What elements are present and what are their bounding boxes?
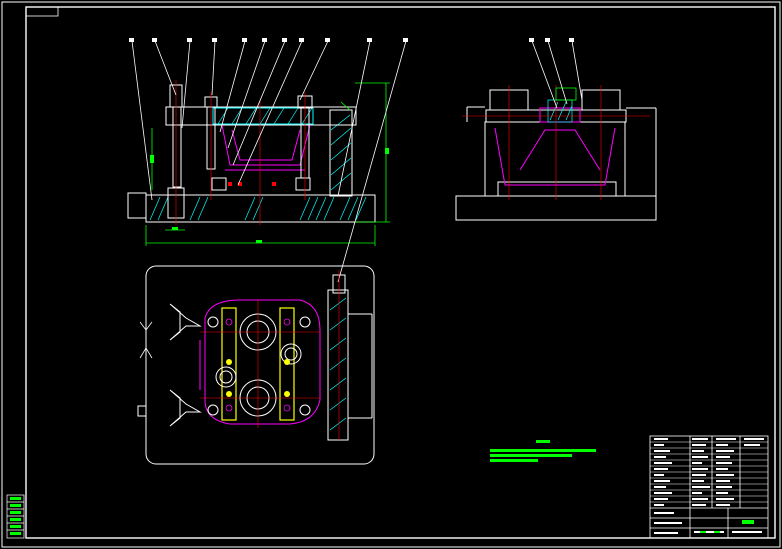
top-plate <box>165 106 357 126</box>
top-view <box>137 265 375 465</box>
technical-notes <box>490 440 596 462</box>
front-balloons <box>131 40 407 283</box>
bores <box>207 313 311 417</box>
workpiece <box>221 124 311 171</box>
title-block <box>649 435 769 539</box>
revision-block <box>6 494 25 539</box>
right-column <box>329 109 353 197</box>
guide-posts <box>167 84 313 219</box>
wing-handles <box>137 303 202 427</box>
title-block-rows <box>650 441 768 503</box>
front-section-view <box>127 38 408 283</box>
base-plate <box>127 192 376 223</box>
side-view <box>455 38 657 221</box>
title-block-highlights <box>700 520 754 533</box>
title-block-text-marks <box>654 438 764 534</box>
side-balloons <box>531 40 583 109</box>
base-hatch <box>149 196 367 221</box>
